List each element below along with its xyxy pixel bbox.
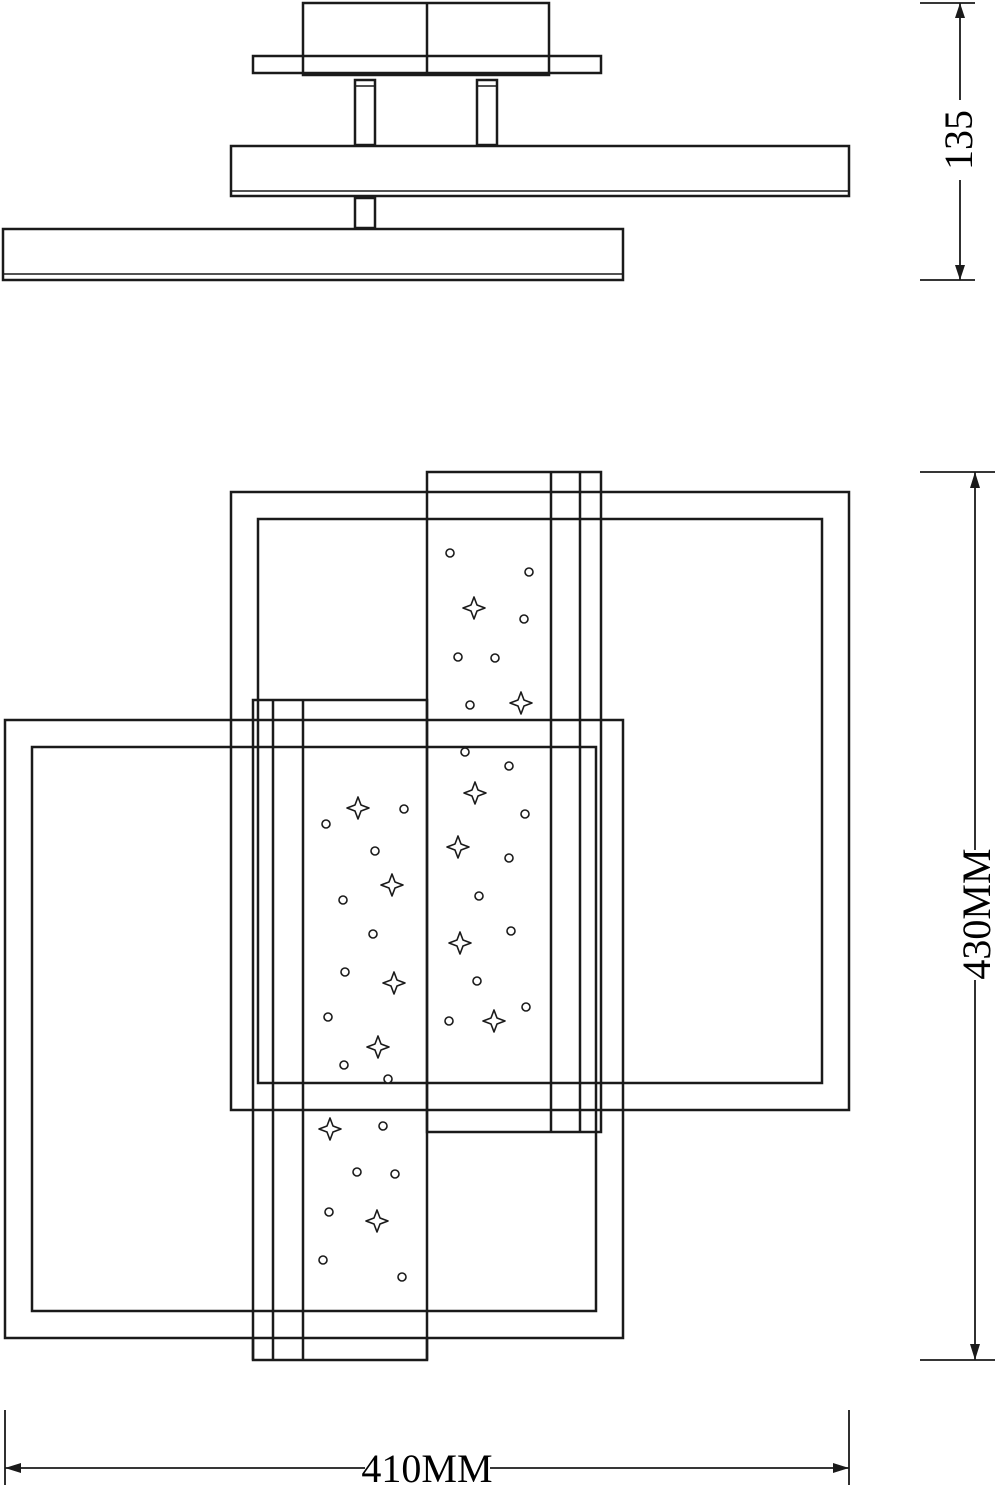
star-icon	[380, 873, 404, 897]
support-rod-right	[475, 78, 499, 147]
lower-light-channel	[251, 698, 429, 1362]
mounting-plate	[251, 54, 603, 75]
width-total-label: 410MM	[361, 1446, 492, 1485]
star-icon	[318, 1117, 342, 1141]
star-icon	[462, 596, 486, 620]
star-icon	[509, 691, 533, 715]
upper-light-channel	[425, 470, 603, 1134]
star-icon	[366, 1035, 390, 1059]
crystal-stars	[318, 596, 533, 1233]
support-rod-left	[353, 78, 377, 147]
side-view: 135	[1, 1, 981, 282]
top-view: 430MM 410MM	[3, 470, 1000, 1485]
star-icon	[365, 1209, 389, 1233]
crystal-dots	[318, 548, 534, 1282]
star-icon	[448, 931, 472, 955]
upper-square-frame	[229, 490, 851, 1112]
star-icon	[346, 796, 370, 820]
height-side-label: 135	[936, 110, 981, 170]
lower-square-frame	[3, 718, 625, 1340]
star-icon	[482, 1009, 506, 1033]
star-icon	[446, 835, 470, 859]
lower-frame-side	[1, 227, 625, 282]
height-total-label: 430MM	[954, 848, 999, 979]
star-icon	[382, 971, 406, 995]
upper-frame-side	[229, 144, 851, 198]
star-icon	[463, 781, 487, 805]
connector-rod	[353, 196, 377, 230]
